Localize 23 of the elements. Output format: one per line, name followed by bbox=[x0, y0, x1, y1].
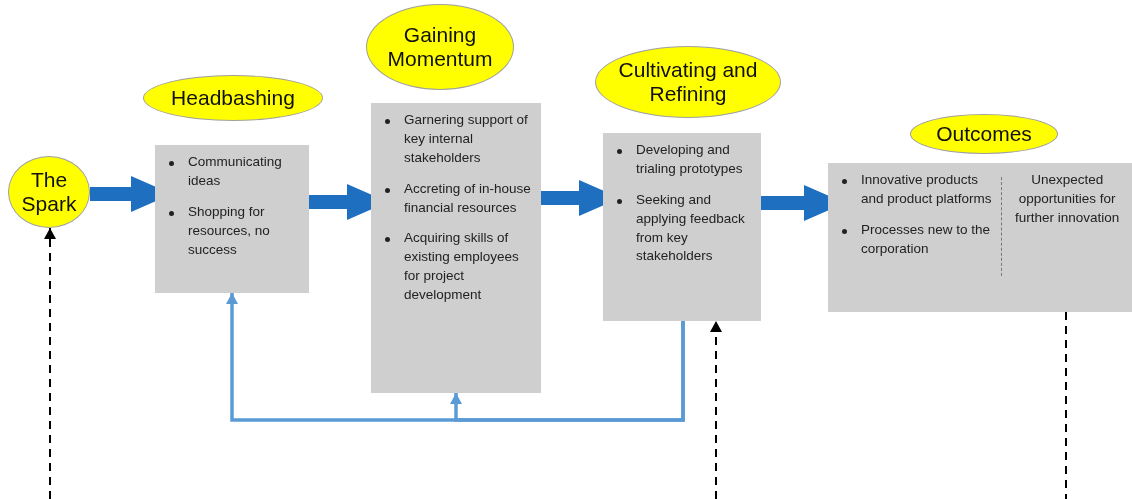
stage-title: The Spark bbox=[20, 167, 78, 217]
stage-title: Outcomes bbox=[936, 121, 1032, 147]
dashed-arrow bbox=[710, 320, 722, 499]
bullet-text: Processes new to the corporation bbox=[861, 220, 992, 258]
bullet-text: Accreting of in-house financial resources bbox=[404, 179, 532, 217]
stage-title: Cultivating and Refining bbox=[617, 57, 759, 107]
activity-box bbox=[371, 103, 541, 393]
activity-box bbox=[603, 133, 761, 321]
activity-box bbox=[155, 145, 309, 293]
bullet-text: Communicating ideas bbox=[188, 153, 283, 190]
dashed-arrow bbox=[44, 227, 56, 499]
bullet-text: Garnering support of key internal stakeholders bbox=[404, 111, 529, 167]
bullet-text: Shopping for resources, no success bbox=[188, 202, 271, 259]
bullet-text: Developing and trialing prototypes bbox=[636, 141, 744, 178]
bullet-text: Seeking and applying feedback from key stakeholders bbox=[636, 190, 746, 266]
feedback-arrow bbox=[450, 321, 685, 422]
bullet-text: Acquiring skills of existing employees for project development bbox=[404, 229, 520, 305]
outcome-text: Unexpected opportunities for further innovation bbox=[1014, 171, 1121, 227]
stage-title: Gaining Momentum bbox=[386, 22, 494, 72]
activity-box bbox=[828, 163, 1132, 312]
dashed-line bbox=[1065, 311, 1067, 499]
stage-title: Headbashing bbox=[171, 85, 295, 111]
bullet-text: Innovative products and product platforms bbox=[861, 171, 993, 208]
